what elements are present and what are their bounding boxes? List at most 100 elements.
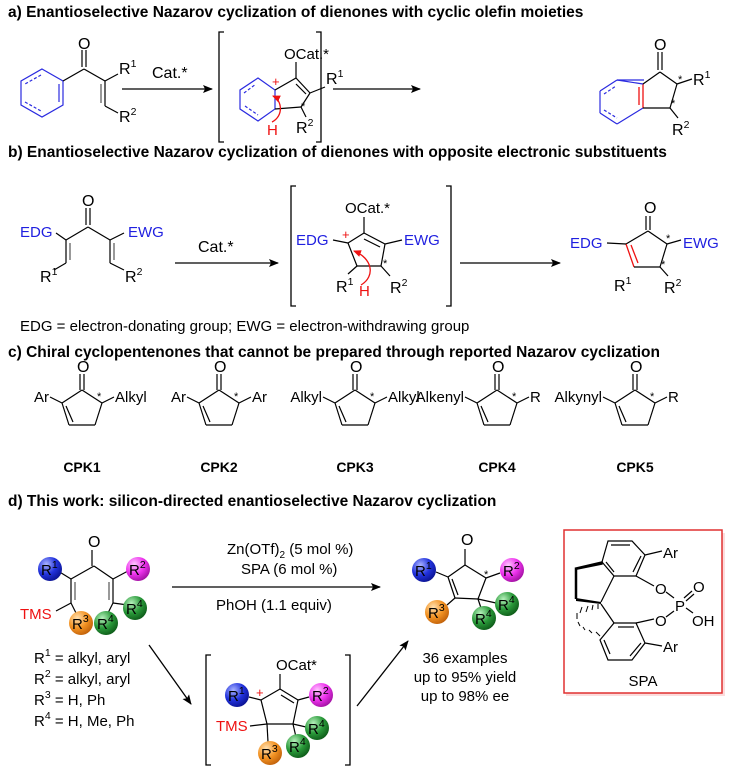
substituent-bond — [322, 396, 336, 404]
ring-bond — [198, 389, 220, 404]
ring-bond — [367, 402, 376, 426]
reaction-arrow — [148, 644, 192, 705]
spa-oxygen: O — [655, 581, 667, 598]
stereocenter-marker: * — [512, 391, 517, 403]
ring-double-bond — [65, 405, 74, 423]
r4-ball: R4 — [123, 596, 147, 620]
carbonyl-oxygen: O — [461, 532, 473, 549]
carbocation-charge: + — [272, 74, 280, 89]
r3-ball: R3 — [258, 741, 282, 765]
r4-ball: R4 — [286, 734, 310, 758]
left-substituent: Ar — [34, 389, 49, 406]
ring-bond — [476, 402, 485, 426]
spa-catalyst-condition: SPA (6 mol %) — [241, 561, 337, 578]
substituent-bond — [464, 396, 478, 404]
right-substituent: R — [530, 389, 541, 406]
panel-a-substrate: O R1 R2 — [20, 36, 137, 126]
r1-ball: R1 — [225, 683, 249, 707]
stereocenter-marker: * — [383, 258, 388, 270]
stereocenter-marker: * — [678, 74, 683, 86]
right-substituent: Alkyl — [388, 389, 420, 406]
ocat-label: OCat.* — [345, 200, 390, 217]
hydrogen-label: H — [359, 283, 370, 300]
svg-text:R3: R3 — [428, 602, 445, 622]
panel-d-heading: d) This work: silicon-directed enantiose… — [8, 493, 496, 510]
svg-text:R4: R4 — [498, 594, 515, 614]
r2-label: R2 — [390, 277, 408, 297]
spa-catalyst-box: Ar — [563, 529, 725, 696]
stereocenter-marker: * — [370, 391, 375, 403]
r4-ball: R4 — [94, 611, 118, 635]
carbonyl-oxygen: O — [77, 359, 89, 376]
ring-bond — [334, 389, 356, 404]
substituent-bond — [516, 396, 530, 404]
substituent-bond — [101, 396, 115, 404]
r1-label: R1 — [614, 275, 632, 295]
stereocenter-marker: * — [671, 98, 676, 110]
r2-label: R2 — [296, 117, 314, 137]
left-substituent: Alkyl — [290, 389, 322, 406]
left-substituent: Ar — [171, 389, 186, 406]
right-substituent: Alkyl — [115, 389, 147, 406]
ring-bond — [634, 389, 656, 404]
ring-bond — [218, 389, 240, 404]
ring-bond — [198, 402, 207, 426]
ring-bond — [647, 402, 656, 426]
edg-label: EDG — [296, 232, 329, 249]
edg-label: EDG — [20, 224, 53, 241]
right-substituent: R — [668, 389, 679, 406]
svg-text:R1: R1 — [415, 560, 432, 580]
carbonyl-oxygen: O — [88, 534, 100, 551]
right-substituent: Ar — [252, 389, 267, 406]
abbreviation-footnote: EDG = electron-donating group; EWG = ele… — [20, 318, 469, 335]
ring-bond — [614, 402, 623, 426]
r3-ball: R3 — [69, 611, 93, 635]
stereocenter-marker: * — [650, 391, 655, 403]
results-summary: 36 examples up to 95% yield up to 98% ee — [414, 650, 517, 705]
ring-bond — [81, 389, 103, 404]
svg-text:R1: R1 — [41, 559, 58, 579]
substituent-definition: R3 = H, Ph — [34, 689, 105, 709]
left-substituent: Alkenyl — [416, 389, 464, 406]
stereocenter-marker: * — [234, 391, 239, 403]
hydride-shift-arrow — [271, 95, 282, 123]
carbonyl-oxygen: O — [350, 359, 362, 376]
stereocenter-marker: * — [301, 101, 306, 113]
carbonyl-oxygen: O — [492, 359, 504, 376]
stereocenter-marker: * — [666, 233, 671, 245]
stereocenter-marker: * — [97, 391, 102, 403]
ring-double-bond — [480, 405, 489, 423]
catalyst-label: Cat.* — [198, 239, 234, 256]
ewg-label: EWG — [128, 224, 164, 241]
panel-d-substrate: O TMS R1 R2 R3 R4 R4 — [20, 534, 150, 635]
substituent-definition: R4 = H, Me, Ph — [34, 710, 134, 730]
reaction-conditions: Zn(OTf)2 (5 mol %) SPA (6 mol %) PhOH (1… — [172, 541, 381, 614]
spa-label: SPA — [629, 673, 658, 690]
carbocation-charge: + — [342, 227, 350, 242]
left-substituent: Alkynyl — [554, 389, 602, 406]
r4-ball: R4 — [495, 592, 519, 616]
ring-bond — [61, 402, 70, 426]
svg-text:R2: R2 — [312, 685, 329, 705]
ring-bond — [94, 402, 103, 426]
ring-bond — [496, 389, 518, 404]
r2-label: R2 — [664, 277, 682, 297]
substituent-bond — [49, 396, 63, 404]
panel-b-product: O EDG EWG * * R1 R2 — [570, 200, 719, 297]
spa-hydroxyl: OH — [692, 613, 715, 630]
panel-d-intermediate: OCat* + TMS R1 R2 R4 R4 R3 — [205, 654, 351, 766]
svg-text:R2: R2 — [129, 559, 146, 579]
ee-summary: up to 98% ee — [421, 688, 509, 705]
additive-condition: PhOH (1.1 equiv) — [216, 597, 332, 614]
svg-text:R1: R1 — [228, 685, 245, 705]
ewg-label: EWG — [404, 232, 440, 249]
compound-name: CPK1 — [63, 459, 101, 475]
spa-oxygen: O — [655, 613, 667, 630]
substituent-bond — [654, 396, 668, 404]
yield-summary: up to 95% yield — [414, 669, 517, 686]
ewg-label: EWG — [683, 235, 719, 252]
